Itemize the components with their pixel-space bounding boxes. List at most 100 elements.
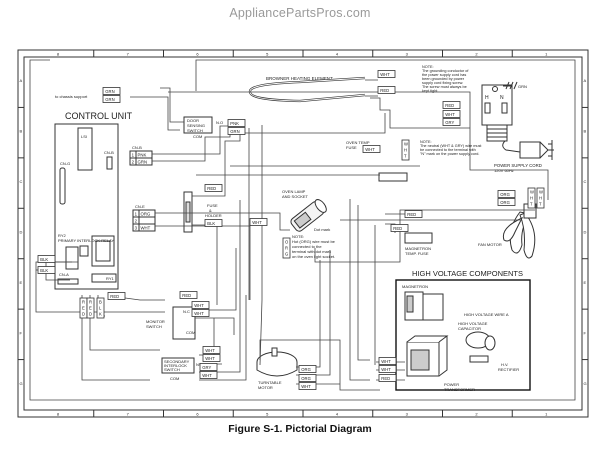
cn-b-table-wire: PNK (138, 152, 147, 157)
wire-tag-label: GRY (202, 365, 211, 370)
wire-tag-blk1 (37, 255, 56, 263)
oven-lamp-label-2: AND SOCKET (282, 194, 309, 199)
cn-a-connector (57, 278, 79, 285)
display-inner (95, 240, 111, 262)
wire-tag-red_v2 (86, 297, 95, 319)
wire-tag-red_tr (378, 374, 397, 382)
magnetron-label: MAGNETRON (402, 284, 428, 289)
lsi-label: LSI (81, 134, 87, 139)
wire (296, 260, 321, 368)
frame-side-tick: G (20, 381, 23, 386)
wire-tag-label: WHT (381, 367, 391, 372)
wire-tag-red_mag1 (404, 210, 423, 218)
magnetron-temp-fuse (404, 232, 433, 244)
frame-side-tick: C (584, 179, 587, 184)
wire-tag-org_fan1 (497, 190, 516, 198)
frame-side-tick: E (20, 280, 23, 285)
wire-tag-label: GRN (230, 129, 239, 134)
wire-tag-wht_tt (298, 382, 317, 390)
hv-wire-label: HIGH VOLTAGE WIRE A (464, 312, 509, 317)
fan-motor (502, 203, 537, 259)
wire-tag-wht_plug (442, 110, 461, 118)
wire-tag-org_vert (282, 237, 291, 259)
secondary-switch-label-3: SWITCH (164, 367, 180, 372)
wire-tag-wht_browner (377, 70, 396, 78)
door-sensing-switch (183, 116, 213, 134)
wire-tag-wht_sec1 (202, 346, 221, 354)
frame-side-tick: E (584, 280, 587, 285)
wire (168, 91, 549, 200)
wire (357, 205, 370, 361)
hv-cap-label-2: CAPACITOR (458, 326, 481, 331)
transformer-label-2: TRANSFORMER (444, 387, 475, 392)
wire-tag-label: E (82, 306, 85, 311)
secondary-switch-label-2: INTERLOCK (164, 363, 187, 368)
wire-tag-label: T (404, 154, 407, 159)
ry1-label: RY1 (106, 276, 114, 281)
wire-tag-red_mag2 (390, 224, 409, 232)
cn-b-label: CN-B (104, 150, 114, 155)
wire-tag-label: E (89, 306, 92, 311)
wire-tag-label: B (99, 300, 102, 305)
door-switch-label-2: SENSING (187, 123, 205, 128)
oven-temp-fuse-label-2: FUSE (346, 145, 357, 150)
figure-caption: Figure S-1. Pictorial Diagram (228, 423, 372, 435)
wire-tag-grn1 (102, 87, 121, 95)
cn-b-connector (106, 156, 113, 170)
wire-tag-label: WHT (445, 112, 455, 117)
power-cord-label: POWER SUPPLY CORD (494, 163, 542, 168)
wire-tag-label: G (285, 252, 288, 257)
hv-components-title: HIGH VOLTAGE COMPONENTS (412, 269, 523, 278)
frame-bottom-tick: 3 (406, 412, 409, 417)
wire-tag-label: GRN (105, 89, 114, 94)
cn-e-table-wire: WHT (141, 225, 151, 230)
frame-top-tick: 8 (57, 52, 60, 57)
lamp-note: NOTE: Hot (ORG) wire must be connected t… (292, 234, 336, 259)
frame-top-tick: 2 (475, 52, 478, 57)
neutral-note-4: "N" mark on the power supply cord. (420, 152, 479, 156)
neutral-note: NOTE: The neutral (WHT & GRY) wire must … (420, 140, 482, 156)
cn-b-table-wire-cell (135, 157, 153, 166)
wire-tag-label: T (530, 202, 533, 207)
control-unit-title: CONTROL UNIT (65, 111, 133, 121)
wire-tag-label: ORG (500, 192, 510, 197)
frame-bottom-tick: 1 (545, 412, 548, 417)
ry2-label: RY2 (58, 233, 66, 238)
lsi-chip (77, 127, 93, 171)
wire (155, 212, 290, 231)
wire (365, 79, 378, 97)
wire-tag-gry_plug (442, 118, 461, 126)
frame-top-tick: 5 (266, 52, 269, 57)
frame-bottom-tick: 8 (57, 412, 60, 417)
ground-note-1: NOTE: (422, 65, 434, 69)
monitor-switch-label-2: SWITCH (146, 324, 162, 329)
wire-tag-label: RED (207, 186, 216, 191)
wire-tag-org_tt2 (298, 374, 317, 382)
cn-g-label: CN-G (60, 161, 70, 166)
frame-top-tick: 3 (406, 52, 409, 57)
wire-tag-label: WHT (205, 356, 215, 361)
oven-temp-fuse (378, 172, 408, 182)
wire-tag-red_mon (179, 291, 198, 299)
door-no-label: N.O (216, 120, 223, 125)
lamp-note-1: NOTE: (292, 234, 304, 239)
wire-tag-label: GRY (445, 120, 454, 125)
hv-components-box (395, 279, 531, 391)
wire-tag-label: WHT (252, 220, 262, 225)
wire-tag-label: W (404, 142, 408, 147)
wire-tag-label: BLK (40, 257, 48, 262)
mag-fuse-label-2: TEMP. FUSE (405, 251, 429, 256)
frame-side-tick: B (584, 129, 587, 134)
wire-tag-label: RED (380, 88, 389, 93)
terminal-n-label: N (500, 95, 504, 101)
cn-b-table-pin: 2 (132, 159, 135, 164)
wire-tag-org_fan2 (497, 198, 516, 206)
wire-tag-blk_fuse (204, 219, 223, 227)
wire (195, 248, 237, 311)
wire-tag-red_fuse (204, 184, 223, 192)
wire-tag-label: RED (445, 103, 454, 108)
frame-bottom-tick: 2 (475, 412, 478, 417)
wire-tag-label: O (285, 240, 289, 245)
magnetron (404, 291, 444, 321)
